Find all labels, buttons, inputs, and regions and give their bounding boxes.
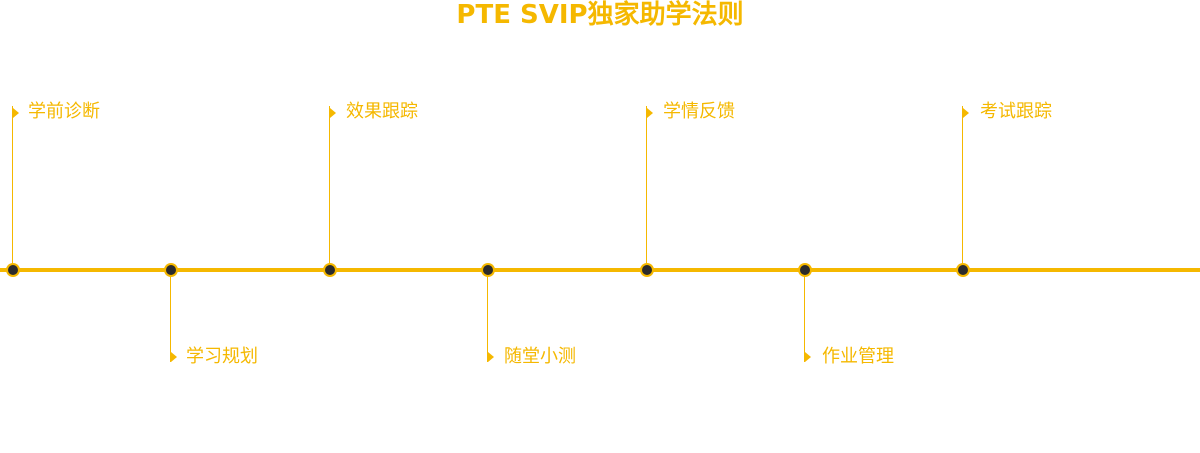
step-label: 学情反馈 — [663, 101, 735, 122]
timeline-node — [166, 265, 176, 275]
step-marker-arrow-icon — [13, 108, 19, 118]
step-connector — [329, 106, 330, 270]
step-connector — [487, 270, 488, 362]
step-label: 学习规划 — [186, 346, 258, 367]
step-label: 作业管理 — [822, 346, 894, 367]
step-connector — [646, 106, 647, 270]
step-marker-arrow-icon — [963, 108, 969, 118]
timeline-node — [800, 265, 810, 275]
step-label: 考试跟踪 — [980, 101, 1052, 122]
timeline-node — [958, 265, 968, 275]
step-connector — [12, 106, 13, 270]
timeline-node — [642, 265, 652, 275]
timeline-node — [325, 265, 335, 275]
timeline-axis — [0, 268, 1200, 272]
step-marker-arrow-icon — [488, 352, 494, 362]
page-title: PTE SVIP独家助学法则 — [456, 0, 744, 30]
step-label: 效果跟踪 — [346, 101, 418, 122]
step-label: 学前诊断 — [28, 101, 100, 122]
step-connector — [170, 270, 171, 362]
step-marker-arrow-icon — [171, 352, 177, 362]
step-marker-arrow-icon — [647, 108, 653, 118]
step-connector — [804, 270, 805, 362]
step-marker-arrow-icon — [330, 108, 336, 118]
step-marker-arrow-icon — [805, 352, 811, 362]
timeline-node — [8, 265, 18, 275]
timeline-node — [483, 265, 493, 275]
step-label: 随堂小测 — [504, 346, 576, 367]
step-connector — [962, 106, 963, 270]
